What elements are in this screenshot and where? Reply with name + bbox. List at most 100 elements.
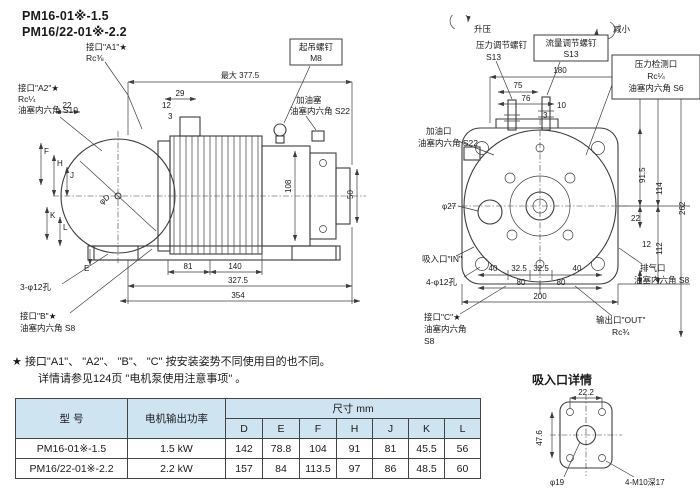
end-view-dimension-lines: [449, 15, 690, 338]
suction-detail-heading: 吸入口详情: [532, 373, 593, 387]
oil-fill-port-label: 加油口: [426, 126, 452, 136]
dim-32-5-b: 32.5: [533, 264, 549, 273]
dim-h: H: [57, 159, 63, 168]
dim-cell: 78.8: [262, 438, 300, 459]
dim-91-5: 91.5: [638, 167, 647, 183]
pressure-up-label: 升压: [474, 24, 492, 34]
port-a2-hex: 油塞内六角 S10: [18, 105, 78, 115]
oil-filler-plug-label: 加油塞: [296, 95, 322, 105]
dim-22: 22: [631, 214, 640, 223]
model-cell: PM16/22-01※-2.2: [15, 458, 128, 479]
dim-29: 29: [176, 89, 185, 98]
dim-3: 3: [543, 111, 548, 120]
oil-fill-port-hex: 油塞内六角 S22: [418, 138, 478, 148]
col-header-dimensions: 尺寸 mm: [224, 398, 482, 419]
detail-dim-phi-19: φ19: [550, 478, 565, 487]
footnote-star: ★: [12, 356, 22, 368]
suction-flange-outline: [550, 394, 622, 476]
dim-l: L: [63, 223, 68, 232]
col-header-h: H: [336, 418, 373, 439]
pressure-adjust-screw-label: 压力调节螺钉: [476, 40, 528, 50]
dim-12: 12: [642, 240, 651, 249]
dim-cell: 142: [225, 438, 263, 459]
col-header-j: J: [372, 418, 409, 439]
dim-max-length: 最大 377.5: [221, 70, 260, 80]
flow-adjust-screw-label: 流量调节螺钉: [545, 38, 597, 48]
port-a2-thread: Rc¼: [18, 94, 36, 104]
detail-dim-22-2: 22.2: [578, 388, 594, 397]
dim-200: 200: [533, 292, 547, 301]
page-title-line1: PM16-01※-1.5: [22, 9, 109, 23]
pressure-check-port-hex: 油塞内六角 S6: [628, 83, 684, 93]
output-port-label: 输出口"OUT": [596, 315, 645, 325]
port-c-label: 接口"C"★: [424, 312, 461, 322]
side-view-leader-lines: [59, 61, 317, 314]
dim-phi-27: φ27: [442, 202, 457, 211]
dim-k: K: [50, 211, 56, 220]
page-title: PM16-01※-1.5 PM16/22-01※-2.2: [22, 8, 127, 40]
suction-port-label: 吸入口"IN": [422, 254, 462, 264]
dim-cell: 91: [336, 438, 373, 459]
port-a1-thread: Rc⅜: [86, 53, 104, 63]
output-port-thread: Rc¾: [612, 327, 630, 337]
power-cell: 2.2 kW: [127, 458, 226, 479]
suction-detail-dimension-lines: [549, 395, 635, 478]
pressure-check-port-label: 压力检测口: [635, 59, 678, 69]
dim-32-5-a: 32.5: [511, 264, 527, 273]
bolt-holes-label: 4-φ12孔: [426, 277, 458, 287]
suction-detail-drawing: 22.2 47.6 φ19 4-M10深17: [535, 388, 665, 487]
dim-cell: 60: [443, 458, 482, 479]
dim-40-a: 40: [489, 264, 498, 273]
flow-adjust-screw-size: S13: [563, 49, 578, 59]
dim-50: 50: [346, 190, 355, 199]
spec-table: 型 号 电机输出功率 尺寸 mm D E F H J K L PM16-01※-…: [15, 398, 482, 479]
lifting-screw-callout-box: [289, 38, 343, 66]
port-a1-label: 接口"A1"★: [86, 42, 127, 52]
dim-cell: 113.5: [299, 458, 337, 479]
dim-262: 262: [678, 201, 687, 215]
dim-112: 112: [655, 242, 664, 255]
dim-114: 114: [655, 182, 664, 195]
footnote-line2: 详情请参见124页 "电机泵使用注意事项" 。: [38, 373, 247, 385]
col-header-l: L: [443, 418, 482, 439]
dim-180: 180: [553, 66, 567, 75]
dim-f: F: [44, 147, 49, 156]
dim-cell: 97: [336, 458, 373, 479]
port-c-hex-size: S8: [424, 336, 435, 346]
exhaust-port-hex: 油塞内六角 S8: [634, 275, 690, 285]
dim-22: 22: [63, 101, 72, 110]
dim-cell: 86: [372, 458, 409, 479]
pressure-down-label: 减小: [613, 24, 631, 34]
end-view-drawing: 升压 减小 压力调节螺钉 S13 流量调节螺钉 S13 压力检测口 Rc¼ 油塞…: [418, 15, 700, 346]
col-header-power: 电机输出功率: [127, 398, 226, 439]
dim-cell: 104: [299, 438, 337, 459]
footnote-line1: 接口"A1"、 "A2"、 "B"、 "C" 按安装姿势不同使用目的也不同。: [24, 356, 331, 368]
pressure-check-callout-box: [611, 54, 700, 100]
col-header-e: E: [262, 418, 300, 439]
model-cell: PM16-01※-1.5: [15, 438, 128, 459]
port-b-hex: 油塞内六角 S8: [20, 323, 76, 333]
page-title-line2: PM16/22-01※-2.2: [22, 25, 127, 39]
lifting-screw-size: M8: [310, 53, 322, 63]
dim-e: E: [84, 264, 89, 273]
footnote: ★ 接口"A1"、 "A2"、 "B"、 "C" 按安装姿势不同使用目的也不同。…: [12, 354, 452, 388]
dim-40-b: 40: [573, 264, 582, 273]
dim-cell: 45.5: [408, 438, 445, 459]
dim-phi-d: φD: [98, 192, 112, 206]
dim-j: J: [70, 171, 74, 180]
port-a2-label: 接口"A2"★: [18, 83, 59, 93]
exhaust-port-label: 排气口: [640, 263, 666, 273]
detail-bolt-spec: 4-M10深17: [625, 478, 665, 487]
dim-108: 108: [284, 179, 293, 193]
dim-cell: 56: [443, 438, 482, 459]
side-view-drawing: 接口"A1"★ Rc⅜ 起吊螺钉 M8 最大 377.5 29 12 3 22 …: [18, 38, 366, 333]
pressure-check-port-thread: Rc¼: [647, 71, 665, 81]
dim-cell: 84: [262, 458, 300, 479]
port-c-hex: 油塞内六角: [424, 324, 467, 334]
lifting-screw-label: 起吊螺钉: [299, 42, 334, 52]
col-header-d: D: [225, 418, 263, 439]
table-row: PM16/22-01※-2.2 2.2 kW 157 84 113.5 97 8…: [15, 458, 482, 479]
dim-75: 75: [514, 81, 523, 90]
pressure-adjust-screw-size: S13: [486, 52, 501, 62]
end-view-leader-lines: [455, 60, 643, 317]
